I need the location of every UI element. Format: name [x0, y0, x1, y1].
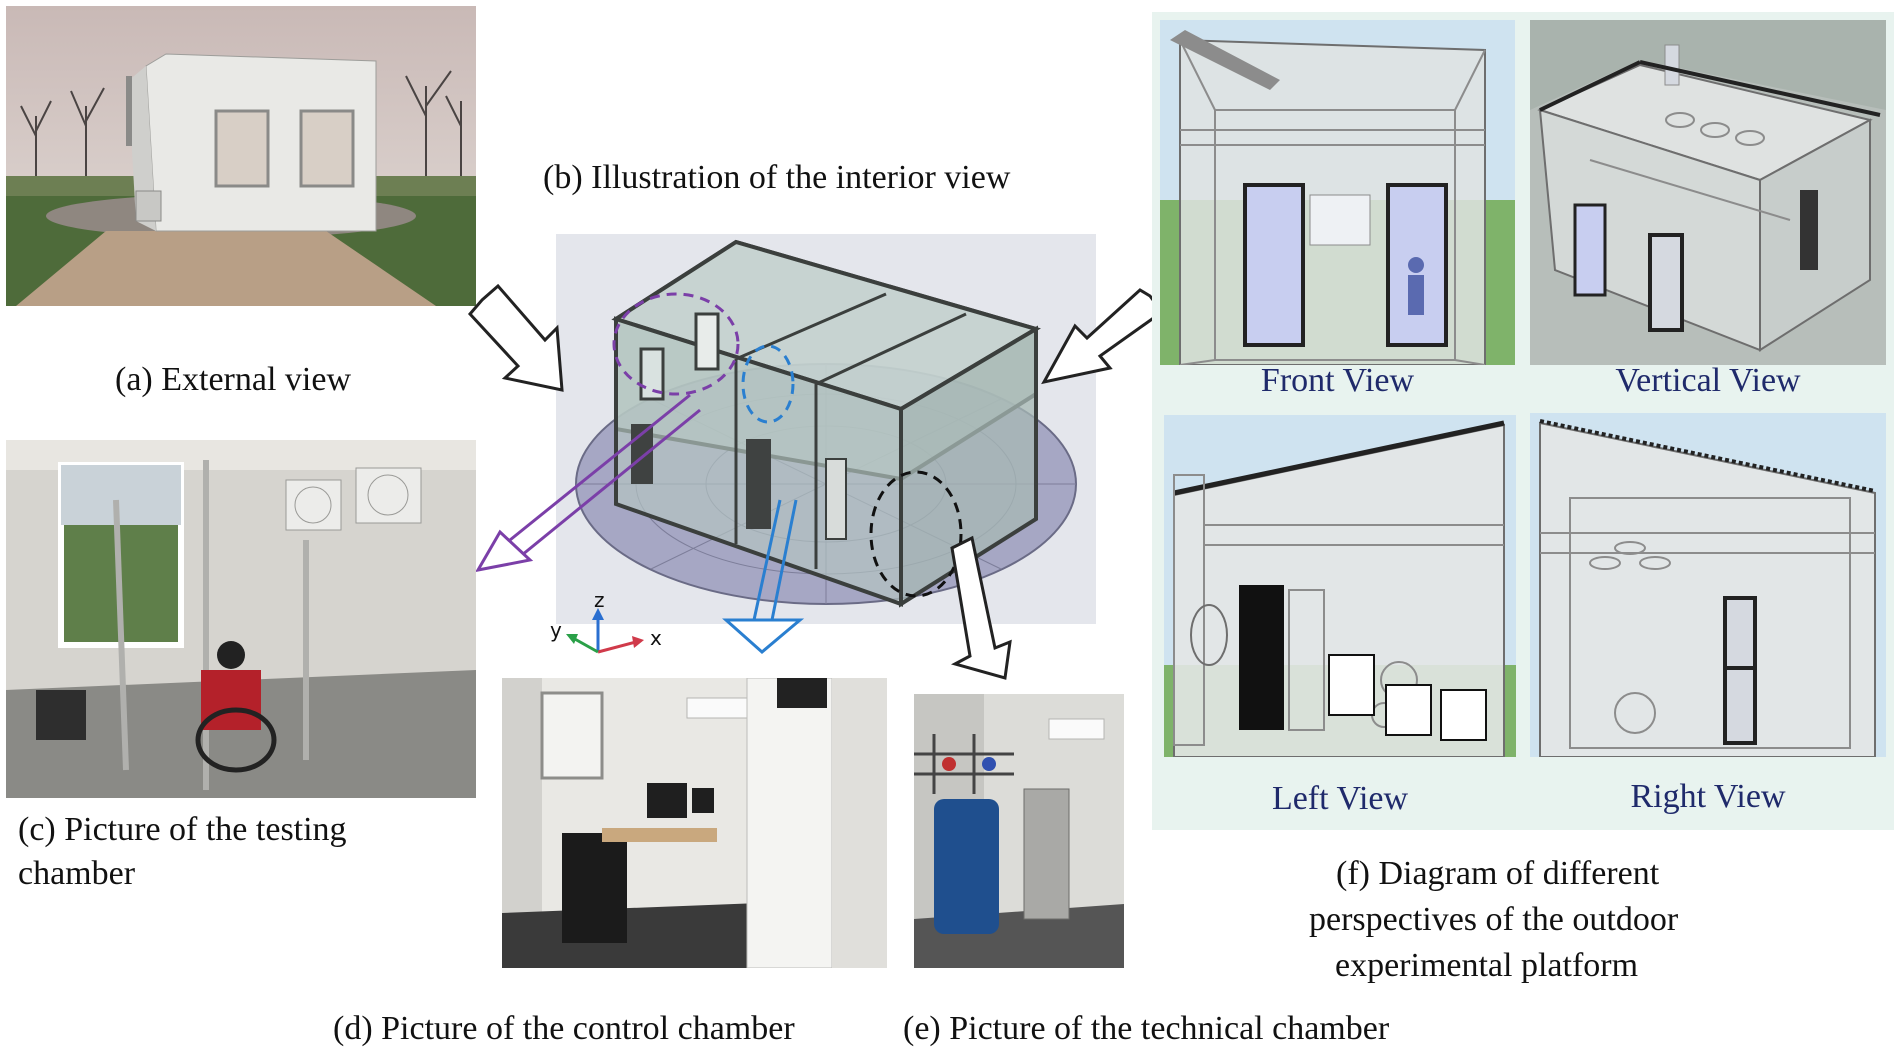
- arrow-to-c: [475, 393, 701, 573]
- caption-c-line1: (c) Picture of the testing: [18, 811, 347, 848]
- caption-e: (e) Picture of the technical chamber: [903, 1010, 1390, 1047]
- axis-label-z: z: [594, 588, 605, 612]
- front-view-diagram: [1160, 20, 1515, 365]
- axis-label-y: y: [550, 618, 562, 642]
- axis-indicator: [566, 608, 644, 654]
- caption-f-line2: perspectives of the outdoor: [1309, 901, 1679, 938]
- caption-b: (b) Illustration of the interior view: [543, 159, 1011, 196]
- arrow-to-e: [950, 535, 1012, 680]
- caption-f-line1: (f) Diagram of different: [1336, 855, 1660, 892]
- external-view-photo: [6, 6, 476, 306]
- right-view-label: Right View: [1630, 778, 1786, 815]
- vertical-view-diagram: [1530, 20, 1886, 365]
- front-view-label: Front View: [1260, 362, 1415, 399]
- right-view-diagram: [1530, 413, 1886, 757]
- vertical-view-label: Vertical View: [1615, 362, 1801, 399]
- left-view-diagram: [1164, 415, 1516, 757]
- technical-chamber-photo: [914, 694, 1124, 968]
- caption-a: (a) External view: [115, 361, 351, 398]
- arrow-a-to-b: [467, 283, 564, 392]
- testing-chamber-photo: [6, 440, 476, 798]
- caption-c-line2: chamber: [18, 855, 136, 892]
- left-view-label: Left View: [1271, 780, 1409, 817]
- arrow-to-d: [722, 499, 805, 654]
- arrow-f-to-b: [1041, 288, 1165, 385]
- axis-label-x: x: [650, 626, 662, 650]
- caption-f-line3: experimental platform: [1335, 947, 1639, 984]
- control-chamber-photo: [502, 678, 887, 968]
- caption-d: (d) Picture of the control chamber: [333, 1010, 795, 1047]
